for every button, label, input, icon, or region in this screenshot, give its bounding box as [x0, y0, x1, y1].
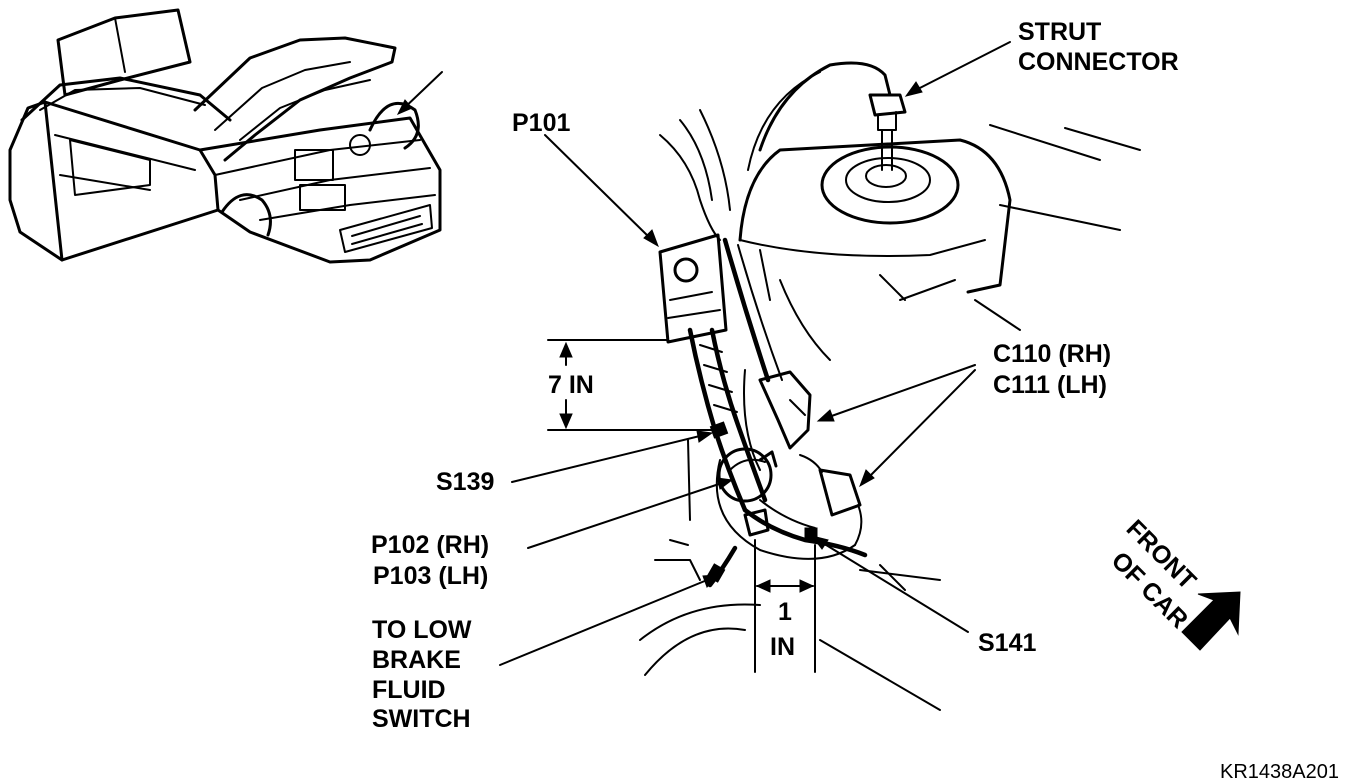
to-low-brake-fluid-label-line2: BRAKE — [372, 646, 461, 674]
strut-connector-label-line1: STRUT — [1018, 18, 1101, 46]
p103-label: P103 (LH) — [373, 562, 488, 590]
dimension-7-in — [547, 339, 713, 431]
vehicle-overview-inset — [8, 8, 443, 264]
s141-label: S141 — [978, 629, 1036, 657]
one-in-label-line2: IN — [770, 633, 795, 661]
to-low-brake-fluid-label-line1: TO LOW — [372, 616, 472, 644]
p101-label: P101 — [512, 109, 570, 137]
strut-connector-label-line2: CONNECTOR — [1018, 48, 1179, 76]
labels: STRUT CONNECTOR P101 C110 (RH) C111 (LH)… — [371, 18, 1339, 783]
to-low-brake-fluid-label-line3: FLUID — [372, 676, 446, 704]
front-of-car-arrow: FRONT OF CAR — [1106, 514, 1241, 651]
figure-id-label: KR1438A201 — [1220, 761, 1339, 783]
dimension-1-in — [754, 539, 816, 673]
to-low-brake-fluid-label-line4: SWITCH — [372, 705, 471, 733]
c111-label: C111 (LH) — [993, 371, 1107, 399]
one-in-label-line1: 1 — [778, 598, 792, 626]
strut-tower-drawing — [639, 61, 1141, 711]
leader-lines — [499, 41, 1011, 666]
p102-label: P102 (RH) — [371, 531, 489, 559]
seven-in-label: 7 IN — [548, 371, 594, 399]
c110-label: C110 (RH) — [993, 340, 1111, 368]
s139-label: S139 — [436, 468, 494, 496]
